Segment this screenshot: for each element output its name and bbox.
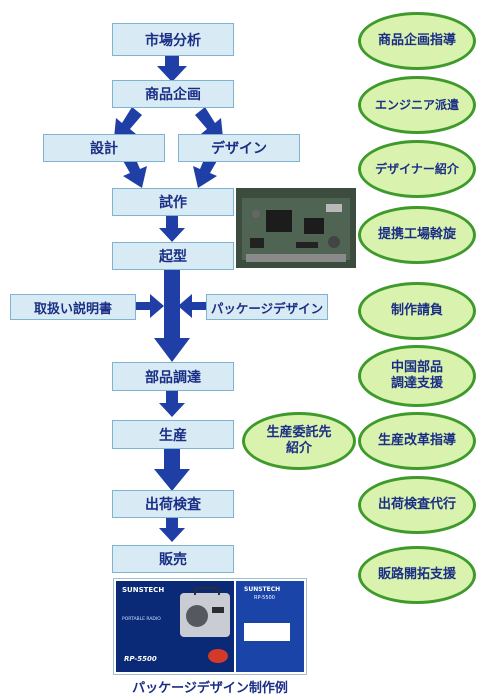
step-design-styling: デザイン — [178, 134, 300, 162]
arrow-shipping-to-sales — [159, 518, 185, 542]
arrow-package-to-center — [178, 294, 206, 318]
package-brand-left: SUNSTECH — [122, 586, 165, 594]
service-sales-channel: 販路開拓支援 — [358, 546, 476, 604]
service-designer-introduction: デザイナー紹介 — [358, 140, 476, 198]
step-manual: 取扱い説明書 — [10, 294, 136, 320]
service-china-parts: 中国部品 調達支援 — [358, 345, 476, 407]
arrow-manual-to-center — [136, 294, 164, 318]
service-partner-factory: 提携工場斡旋 — [358, 206, 476, 264]
package-side-panel: SUNSTECH RP-5500 — [236, 581, 304, 672]
service-engineer-dispatch: エンジニア派遣 — [358, 76, 476, 134]
step-package-design: パッケージデザイン — [206, 294, 328, 320]
package-front-panel: SUNSTECH PORTABLE RADIO RP-5500 — [116, 581, 234, 672]
arrow-parts-to-production — [159, 391, 185, 417]
package-caption: パッケージデザイン制作例 — [132, 681, 288, 696]
step-shipping-inspection: 出荷検査 — [112, 490, 234, 518]
arrow-styling-to-prototype — [193, 155, 218, 188]
service-production-outsourcing: 生産委託先 紹介 — [242, 412, 356, 470]
arrow-design-to-prototype — [122, 155, 147, 188]
arrow-molding-to-parts — [154, 270, 190, 362]
package-model-left: RP-5500 — [124, 655, 157, 663]
package-product-type: PORTABLE RADIO — [122, 617, 161, 622]
package-brand-right: SUNSTECH — [244, 586, 281, 593]
step-market-analysis: 市場分析 — [112, 23, 234, 56]
step-molding: 起型 — [112, 242, 234, 270]
step-sales: 販売 — [112, 545, 234, 573]
arrow-market-to-planning — [157, 56, 187, 82]
step-production: 生産 — [112, 420, 234, 449]
step-design-engineering: 設計 — [43, 134, 165, 162]
radio-image — [180, 587, 230, 637]
step-prototype: 試作 — [112, 188, 234, 216]
service-production-contracting: 制作請負 — [358, 282, 476, 340]
package-model-right: RP-5500 — [254, 595, 275, 601]
service-inspection-agency: 出荷検査代行 — [358, 476, 476, 534]
service-product-planning-guidance: 商品企画指導 — [358, 12, 476, 70]
arrow-prototype-to-molding — [159, 216, 185, 242]
package-design-image: SUNSTECH PORTABLE RADIO RP-5500 SUNSTECH… — [113, 578, 307, 675]
step-parts-procurement: 部品調達 — [112, 362, 234, 391]
badge-icon — [208, 649, 228, 663]
step-product-planning: 商品企画 — [112, 80, 234, 108]
circuit-board-image — [236, 188, 356, 268]
arrow-planning-to-styling — [195, 107, 223, 138]
arrow-planning-to-design — [114, 107, 142, 138]
arrow-production-to-shipping — [154, 449, 190, 491]
service-production-improvement: 生産改革指導 — [358, 412, 476, 470]
